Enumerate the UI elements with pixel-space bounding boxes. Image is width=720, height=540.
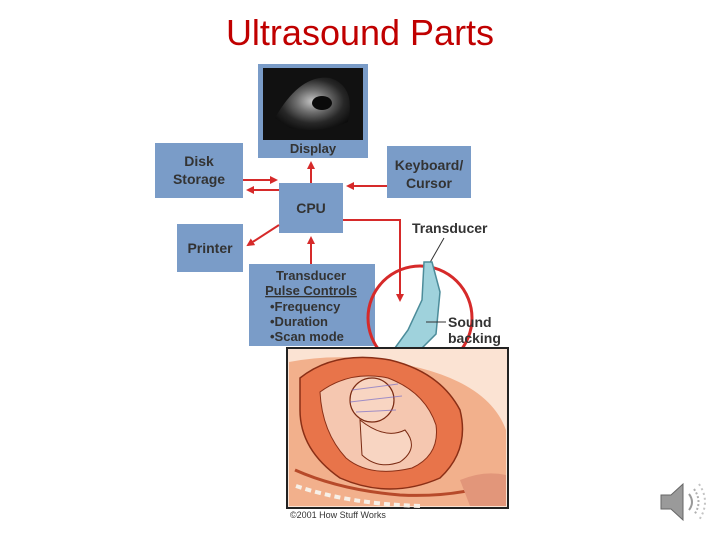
display-label: Display: [290, 141, 337, 156]
pulse-controls-box: Transducer Pulse Controls •Frequency •Du…: [249, 264, 375, 346]
pulse-item-frequency: •Frequency: [270, 299, 341, 314]
arrow-cpu-transducer: [343, 219, 404, 302]
printer-box: Printer: [177, 224, 243, 272]
speaker-icon[interactable]: [655, 478, 711, 526]
keyboard-cursor-box: Keyboard/ Cursor: [387, 146, 471, 198]
pulse-item-scan-mode: •Scan mode: [270, 329, 344, 344]
transducer-callout: Transducer: [412, 220, 488, 236]
keyboard-label-2: Cursor: [406, 175, 452, 191]
cpu-label: CPU: [296, 200, 326, 216]
page-title: Ultrasound Parts: [225, 12, 495, 53]
pulse-heading-1: Transducer: [276, 268, 346, 283]
pulse-item-duration: •Duration: [270, 314, 328, 329]
printer-label: Printer: [187, 240, 233, 256]
sound-backing-label-2: backing: [448, 330, 501, 346]
pulse-heading-2: Pulse Controls: [265, 283, 357, 298]
connection-arrows: [243, 161, 404, 302]
sound-backing-label-1: Sound: [448, 314, 492, 330]
arrow-cpu-printer: [246, 224, 280, 247]
pregnancy-illustration: [286, 347, 509, 509]
disk-storage-box: Disk Storage: [155, 143, 243, 198]
cpu-box: CPU: [279, 183, 343, 233]
disk-storage-label-1: Disk: [184, 153, 214, 169]
display-box: Display: [258, 64, 368, 158]
keyboard-label-1: Keyboard/: [395, 157, 464, 173]
disk-storage-label-2: Storage: [173, 171, 225, 187]
copyright-text: ©2001 How Stuff Works: [290, 510, 386, 520]
